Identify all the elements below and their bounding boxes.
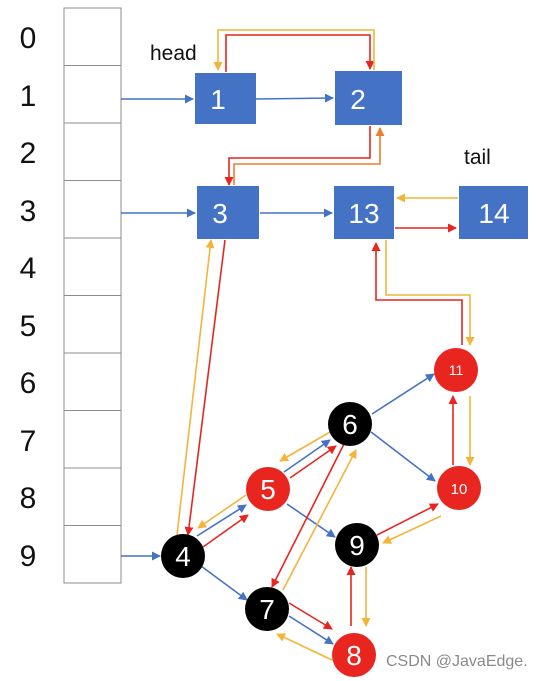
next-arrow <box>288 615 334 645</box>
node-label: 2 <box>350 84 366 115</box>
before-arrow <box>213 29 375 71</box>
next-arrow <box>371 373 435 415</box>
tree-node-9: 9 <box>335 523 379 567</box>
next-arrow <box>283 439 331 473</box>
bucket-index: 8 <box>20 482 37 515</box>
node-label: 6 <box>342 409 358 440</box>
bucket-table <box>63 7 122 584</box>
after-arrow <box>271 443 345 588</box>
arrows <box>121 29 475 661</box>
node-label: 10 <box>451 481 468 498</box>
after-arrow <box>184 239 226 536</box>
before-arrow <box>233 127 385 185</box>
tree-node-5: 5 <box>246 467 290 511</box>
node-label: 4 <box>175 541 191 572</box>
bucket-index: 2 <box>20 137 37 170</box>
node-label: 9 <box>349 530 365 561</box>
bucket-index: 4 <box>20 252 37 285</box>
next-arrow <box>200 565 248 601</box>
next-arrow <box>370 431 436 482</box>
before-arrow <box>282 449 357 591</box>
node-label: 11 <box>449 362 464 378</box>
node-label: 3 <box>212 198 228 229</box>
before-arrow <box>279 431 331 462</box>
bucket-index: 0 <box>20 22 37 55</box>
list-node-3: 3 <box>197 186 259 239</box>
node-label: 14 <box>478 198 509 229</box>
next-arrow <box>255 93 334 103</box>
node-label: 1 <box>210 84 226 115</box>
before-arrow <box>276 633 333 661</box>
tree-node-6: 6 <box>328 402 372 446</box>
after-arrow <box>225 34 375 72</box>
before-arrow <box>176 239 215 536</box>
bucket-index: 1 <box>20 80 37 113</box>
before-arrow <box>197 494 247 529</box>
next-arrow <box>196 504 247 537</box>
tree-node-8: 8 <box>332 633 376 677</box>
after-arrow <box>376 503 439 536</box>
tree-node-10: 10 <box>437 466 481 510</box>
before-arrow <box>382 515 442 544</box>
list-node-1: 1 <box>195 73 256 124</box>
node-label: 8 <box>346 640 362 671</box>
node-label: 5 <box>260 474 276 505</box>
bucket-index: 9 <box>20 540 37 573</box>
list-node-13: 13 <box>334 186 394 239</box>
tree-node-7: 7 <box>245 587 289 631</box>
after-arrow <box>288 602 333 630</box>
node-label: 7 <box>259 594 275 625</box>
tree-node-4: 4 <box>161 534 205 578</box>
tail-label: tail <box>464 146 491 169</box>
bucket-index: 5 <box>20 310 37 343</box>
list-nodes: 1 2 3 13 14 <box>195 71 528 239</box>
after-arrow <box>202 514 249 548</box>
after-arrow <box>224 126 371 186</box>
bucket-indices: 0 1 2 3 4 5 6 7 8 9 <box>20 22 37 573</box>
bucket-index: 7 <box>20 425 37 458</box>
watermark: CSDN @JavaEdge. <box>386 653 528 670</box>
before-arrow <box>385 240 475 346</box>
list-node-2: 2 <box>335 71 402 125</box>
tree-nodes: 4 5 6 7 8 9 10 11 <box>161 348 481 677</box>
list-node-14: 14 <box>459 186 528 239</box>
bucket-index: 3 <box>20 195 37 228</box>
head-label: head <box>150 42 197 65</box>
after-arrow <box>371 242 463 345</box>
bucket-index: 6 <box>20 367 37 400</box>
node-label: 13 <box>348 198 379 229</box>
after-arrow <box>289 445 337 479</box>
next-arrow <box>286 503 336 538</box>
tree-node-11: 11 <box>434 348 478 392</box>
